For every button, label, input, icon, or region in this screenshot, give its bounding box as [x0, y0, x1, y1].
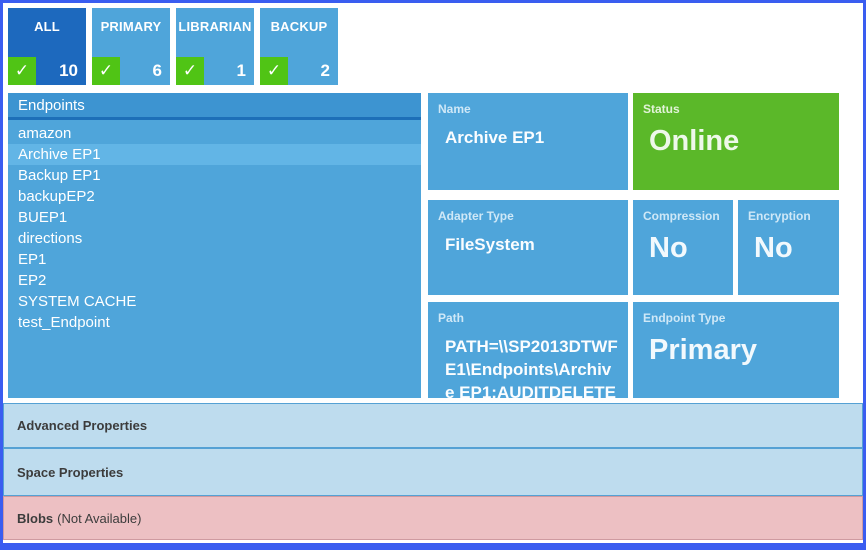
endpoint-item-system-cache[interactable]: SYSTEM CACHE: [18, 293, 137, 310]
endpoint-type-value: Primary: [649, 334, 758, 366]
tab-backup[interactable]: BACKUP ✓ 2: [260, 8, 338, 85]
tab-label: LIBRARIAN: [178, 19, 252, 34]
name-label: Name: [438, 102, 471, 116]
compression-label: Compression: [643, 209, 720, 223]
adapter-type-value: FileSystem: [445, 235, 535, 254]
encryption-label: Encryption: [748, 209, 811, 223]
status-badge: Online: [649, 125, 740, 157]
compression-tile: Compression No: [633, 200, 733, 295]
status-tile: Status Online: [633, 93, 839, 190]
name-tile: Name Archive EP1: [428, 93, 628, 190]
path-label: Path: [438, 311, 465, 325]
endpoint-item-ep2[interactable]: EP2: [18, 272, 47, 289]
tab-primary[interactable]: PRIMARY ✓ 6: [92, 8, 170, 85]
section-label: Space Properties: [17, 464, 124, 480]
section-label: Advanced Properties: [17, 418, 148, 433]
endpoint-type-tile: Endpoint Type Primary: [633, 302, 839, 398]
tab-all[interactable]: ALL ✓ 10: [8, 8, 86, 85]
endpoint-item-amazon[interactable]: amazon: [18, 125, 72, 142]
endpoint-item-test-endpoint[interactable]: test_Endpoint: [18, 314, 110, 331]
endpoint-item-backup-ep1[interactable]: Backup EP1: [18, 167, 101, 184]
endpoint-item-archive-ep1[interactable]: Archive EP1: [8, 144, 421, 165]
tab-librarian[interactable]: LIBRARIAN ✓ 1: [176, 8, 254, 85]
endpoint-item-ep1[interactable]: EP1: [18, 251, 47, 268]
section-label: Blobs: [17, 510, 54, 526]
encryption-tile: Encryption No: [738, 200, 839, 295]
check-icon: ✓: [8, 57, 36, 85]
tab-count: 2: [320, 61, 330, 80]
encryption-value: No: [754, 232, 793, 264]
tab-count: 1: [236, 61, 246, 80]
tab-count: 6: [152, 61, 162, 80]
endpoint-item-backupep2[interactable]: backupEP2: [18, 188, 95, 205]
tab-label: PRIMARY: [100, 19, 162, 34]
adapter-type-tile: Adapter Type FileSystem: [428, 200, 628, 295]
section-availability-note: (Not Available): [57, 510, 142, 526]
adapter-type-label: Adapter Type: [438, 209, 514, 223]
check-icon: ✓: [260, 57, 288, 85]
path-tile: Path PATH=\\SP2013DTWFE1\Endpoints\Archi…: [428, 302, 628, 398]
section-blobs: Blobs (Not Available): [3, 496, 863, 540]
section-advanced-properties[interactable]: Advanced Properties: [3, 403, 863, 448]
endpoint-item-buep1[interactable]: BUEP1: [18, 209, 68, 226]
endpoints-list: amazon Archive EP1 Backup EP1 backupEP2 …: [8, 120, 421, 333]
endpoints-panel-title: Endpoints: [8, 93, 421, 120]
tab-count: 10: [59, 61, 78, 80]
compression-value: No: [649, 232, 688, 264]
endpoint-type-label: Endpoint Type: [643, 311, 726, 325]
name-value: Archive EP1: [445, 128, 545, 147]
status-label: Status: [643, 102, 680, 116]
section-space-properties[interactable]: Space Properties: [3, 448, 863, 496]
endpoints-panel: Endpoints amazon Archive EP1 Backup EP1 …: [8, 93, 421, 398]
check-icon: ✓: [176, 57, 204, 85]
endpoint-item-directions[interactable]: directions: [18, 230, 83, 247]
check-icon: ✓: [92, 57, 120, 85]
path-value: PATH=\\SP2013DTWFE1\Endpoints\Archive EP…: [445, 337, 618, 398]
tab-label: ALL: [34, 19, 60, 34]
tab-label: BACKUP: [270, 19, 328, 34]
